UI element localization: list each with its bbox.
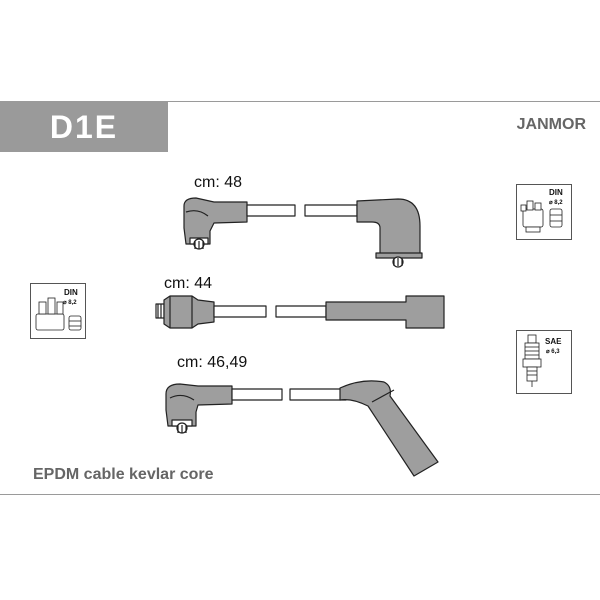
cable-1 bbox=[183, 197, 423, 268]
cable-1-left-boot bbox=[183, 197, 248, 245]
bottom-rule bbox=[0, 494, 600, 495]
sae-badge-standard: SAE bbox=[545, 337, 562, 346]
cable-2 bbox=[155, 295, 445, 329]
din-badge-top-right: DIN ⌀ 8,2 bbox=[516, 184, 572, 240]
sae-badge-diameter: ⌀ 6,3 bbox=[546, 349, 560, 355]
top-rule bbox=[0, 101, 600, 102]
cable-1-length: cm: 48 bbox=[194, 174, 243, 191]
cable-1-right-boot bbox=[356, 198, 421, 255]
din-badge-1-standard: DIN bbox=[549, 188, 563, 197]
cable-3-right-boot bbox=[339, 380, 439, 477]
cable-3-length: cm: 46,49 bbox=[177, 354, 248, 371]
din-badge-2-diameter: ⌀ 8,2 bbox=[63, 300, 77, 306]
sae-badge: SAE ⌀ 6,3 bbox=[516, 330, 572, 394]
din-badge-left: DIN ⌀ 8,2 bbox=[30, 283, 86, 339]
cable-2-right-boot bbox=[325, 295, 445, 329]
din-badge-2-standard: DIN bbox=[64, 288, 78, 297]
distributor-cap-icon bbox=[520, 200, 563, 233]
cable-spec-note: EPDM cable kevlar core bbox=[33, 466, 214, 483]
cable-2-length: cm: 44 bbox=[164, 275, 213, 292]
brand-name: JANMOR bbox=[516, 116, 586, 133]
cable-2-left-boot bbox=[163, 295, 215, 329]
cable-3 bbox=[165, 380, 439, 477]
code-banner bbox=[0, 102, 168, 152]
cable-3-left-boot bbox=[165, 383, 233, 427]
product-code: D1E bbox=[49, 109, 119, 145]
din-badge-1-diameter: ⌀ 8,2 bbox=[549, 200, 563, 206]
spark-plug-icon bbox=[522, 334, 542, 387]
distributor-cap-icon bbox=[35, 297, 82, 331]
